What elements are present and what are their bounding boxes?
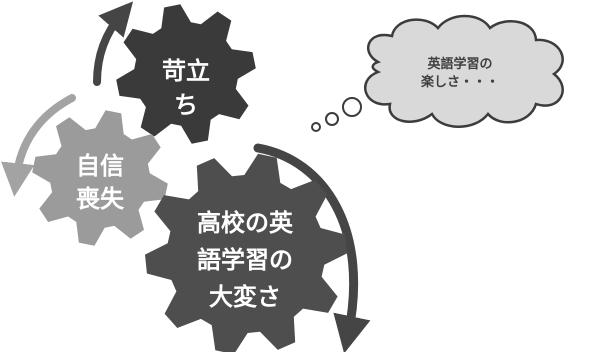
irritation-gear xyxy=(116,4,256,144)
confidence-loss-label-line-2: 喪失 xyxy=(76,185,124,213)
irritation-label: 苛立 ち xyxy=(136,54,236,122)
thought-dot-medium xyxy=(325,112,339,126)
difficulty-gear xyxy=(145,153,347,352)
difficulty-label-line-1: 高校の英 xyxy=(197,209,293,237)
confidence-loss-label: 自信 喪失 xyxy=(50,150,150,216)
difficulty-label: 高校の英 語学習の 大変さ xyxy=(170,205,320,316)
thought-label-line-2: 楽しさ・・・ xyxy=(420,75,499,90)
thought-dot-large xyxy=(342,97,362,117)
irritation-label-line-2: ち xyxy=(174,91,198,119)
thought-dot-small xyxy=(311,122,321,132)
cycle-arrow-left xyxy=(1,94,76,197)
confidence-loss-gear xyxy=(32,110,168,246)
gear-difficulty-shape xyxy=(145,153,347,352)
gear-confidence-shape xyxy=(32,110,168,246)
difficulty-label-line-3: 大変さ xyxy=(209,283,281,311)
thought-cloud xyxy=(364,14,564,128)
irritation-label-line-1: 苛立 xyxy=(162,57,210,85)
difficulty-label-line-2: 語学習の xyxy=(197,246,293,274)
cycle-arrow-down xyxy=(253,143,371,352)
thought-label: 英語学習の 楽しさ・・・ xyxy=(390,56,530,92)
cycle-arrow-up xyxy=(93,1,134,86)
gear-irritation-shape xyxy=(116,4,256,144)
thought-label-line-1: 英語学習の xyxy=(427,57,493,72)
confidence-loss-label-line-1: 自信 xyxy=(76,152,124,180)
